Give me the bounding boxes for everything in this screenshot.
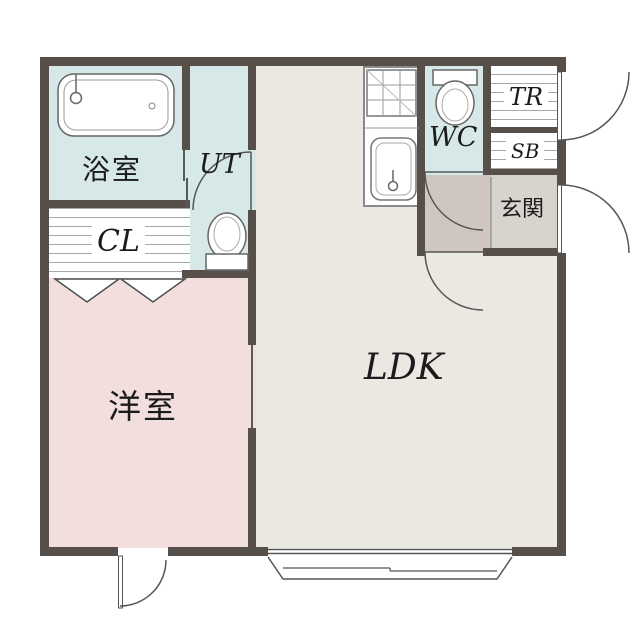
wall-right-b	[557, 140, 566, 185]
door-arc-hall	[424, 251, 484, 311]
wall-top	[40, 57, 566, 66]
door-arc-entrance	[557, 184, 630, 254]
label-ldk: LDK	[364, 347, 444, 388]
wall-wc-left	[417, 66, 425, 256]
stove-icon	[366, 69, 417, 117]
door-arc-trunk	[557, 71, 630, 141]
sink-icon	[370, 137, 417, 201]
bathroom-sliding-door	[183, 150, 188, 208]
sliding-window	[267, 548, 513, 580]
door-arc-utility	[192, 151, 252, 211]
wall-left	[40, 57, 49, 556]
wall-entrance-bottom	[483, 248, 557, 256]
wall-right-a	[557, 57, 566, 72]
wall-trunk-shoebox	[491, 127, 557, 133]
label-closet: CL	[92, 226, 145, 258]
wall-bottom-c	[512, 547, 566, 556]
label-wc: WC	[429, 122, 478, 153]
wall-center-lower	[248, 428, 256, 548]
wall-bath-utility	[182, 66, 190, 150]
wall-bottom-a	[40, 547, 118, 556]
door-arc-wc	[424, 171, 484, 231]
label-western-room: 洋室	[108, 387, 178, 426]
room-western	[49, 278, 256, 548]
label-shoebox: SB	[506, 141, 545, 162]
toilet-icon-utility	[205, 212, 249, 271]
room-hall	[417, 175, 491, 252]
wall-right-c	[557, 253, 566, 556]
wall-wc-right	[483, 66, 491, 175]
label-trunk: TR	[504, 84, 549, 111]
wall-bath-closet	[49, 200, 190, 208]
label-entrance: 玄関	[500, 197, 545, 222]
bathtub-icon	[57, 73, 175, 137]
label-utility: UT	[199, 149, 240, 180]
label-bathroom: 浴室	[82, 153, 143, 186]
wall-bottom-b	[168, 547, 268, 556]
wall-shoebox-entrance	[491, 169, 557, 175]
door-arc-back	[118, 555, 167, 609]
wall-utility-bottom	[182, 270, 256, 278]
folding-door-closet	[52, 278, 188, 303]
room-entrance	[491, 175, 557, 252]
wall-center-upper	[248, 66, 256, 150]
toilet-icon-wc	[432, 69, 478, 126]
